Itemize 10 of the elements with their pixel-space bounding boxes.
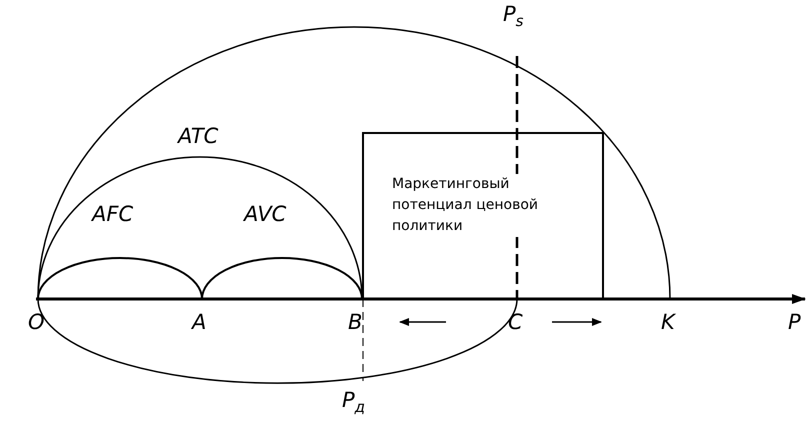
curve-point-label: P$_{s}$ [503, 2, 524, 32]
curve-point-label: P$_{д}$ [342, 388, 366, 418]
curve-label: AVC [244, 202, 286, 226]
curve-label: AFC [92, 202, 134, 226]
curve-label: ATC [178, 124, 218, 148]
axis-point-label: A [192, 310, 206, 334]
axis-point-label: B [348, 310, 362, 334]
axis-point-label: K [661, 310, 675, 334]
axis-label: P [788, 310, 801, 334]
axis-point-label: O [28, 310, 45, 334]
